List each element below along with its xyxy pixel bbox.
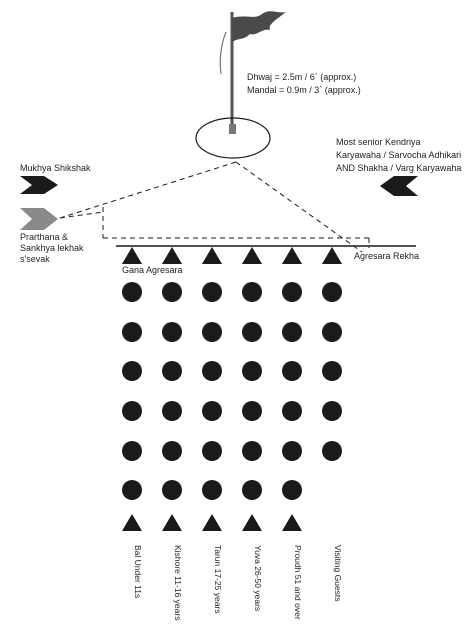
column-end-marker <box>122 514 142 531</box>
gana-agresara-label: Gana Agresara <box>122 265 183 275</box>
swayamsevak-marker <box>162 322 182 342</box>
senior-officials-arrow <box>380 176 418 196</box>
swayamsevak-marker <box>162 361 182 381</box>
swayamsevak-marker <box>202 480 222 500</box>
gana-agresara-marker <box>122 247 142 264</box>
column-end-marker <box>162 514 182 531</box>
swayamsevak-marker <box>202 282 222 302</box>
mukhya-shikshak-label: Mukhya Shikshak <box>20 163 91 173</box>
flag-rope <box>219 31 227 75</box>
senior-label-2: Karyawaha / Sarvocha Adhikari <box>336 150 461 160</box>
prarthana-label-2: Sankhya lekhak <box>20 243 84 253</box>
formation-column: Bal Under 11s <box>122 247 143 598</box>
formation-column: Visiting Guests <box>322 247 343 602</box>
column-label: Visiting Guests <box>333 545 343 602</box>
gana-agresara-marker <box>282 247 302 264</box>
column-label: Proudh 51 and over <box>293 545 303 620</box>
prarthana-label-3: s'sevak <box>20 254 50 264</box>
formation-grid: Bal Under 11s Kishore 11-16 years Tarun 17… <box>122 247 343 620</box>
column-label: Tarun 17-25 years <box>213 545 223 614</box>
flag-base <box>229 124 236 134</box>
swayamsevak-marker <box>162 282 182 302</box>
swayamsevak-marker <box>202 322 222 342</box>
flag-cloth <box>232 11 286 42</box>
swayamsevak-marker <box>282 401 302 421</box>
swayamsevak-marker <box>322 441 342 461</box>
mandal-label: Mandal = 0.9m / 3` (approx.) <box>247 85 361 95</box>
swayamsevak-marker <box>162 480 182 500</box>
swayamsevak-marker <box>282 361 302 381</box>
gana-agresara-marker <box>162 247 182 264</box>
swayamsevak-marker <box>322 361 342 381</box>
column-label: Bal Under 11s <box>133 545 143 598</box>
swayamsevak-marker <box>162 401 182 421</box>
swayamsevak-marker <box>122 480 142 500</box>
dhwaj-flag <box>219 11 286 134</box>
gana-agresara-marker <box>202 247 222 264</box>
formation-column: Proudh 51 and over <box>282 247 303 620</box>
mukhya-shikshak-arrow <box>20 176 58 194</box>
formation-column: Tarun 17-25 years <box>202 247 223 614</box>
swayamsevak-marker <box>282 282 302 302</box>
formation-column: Kishore 11-16 years <box>162 247 183 620</box>
swayamsevak-marker <box>202 361 222 381</box>
swayamsevak-marker <box>322 401 342 421</box>
swayamsevak-marker <box>202 401 222 421</box>
swayamsevak-marker <box>322 282 342 302</box>
prarthana-label-1: Prarthana & <box>20 232 68 242</box>
column-end-marker <box>202 514 222 531</box>
sightline-connector <box>59 211 104 219</box>
column-end-marker <box>282 514 302 531</box>
dhwaj-label: Dhwaj = 2.5m / 6` (approx.) <box>247 72 356 82</box>
swayamsevak-marker <box>322 322 342 342</box>
swayamsevak-marker <box>242 441 262 461</box>
swayamsevak-marker <box>242 361 262 381</box>
sightline-right <box>235 161 363 253</box>
agresara-rekha-label: Agresara Rekha <box>354 251 419 261</box>
swayamsevak-marker <box>202 441 222 461</box>
formation-column: Yuva 26-50 years <box>242 247 263 611</box>
sightlines <box>59 161 370 253</box>
swayamsevak-marker <box>122 401 142 421</box>
swayamsevak-marker <box>122 322 142 342</box>
swayamsevak-marker <box>122 361 142 381</box>
senior-label-3: AND Shakha / Varg Karyawaha <box>336 163 461 173</box>
prarthana-arrow <box>20 208 58 230</box>
swayamsevak-marker <box>242 282 262 302</box>
mandal-circle <box>195 117 271 159</box>
gana-agresara-marker <box>242 247 262 264</box>
gana-agresara-marker <box>322 247 342 264</box>
column-label: Yuva 26-50 years <box>253 545 263 611</box>
column-end-marker <box>242 514 262 531</box>
swayamsevak-marker <box>282 480 302 500</box>
swayamsevak-marker <box>122 441 142 461</box>
swayamsevak-marker <box>162 441 182 461</box>
senior-label-1: Most senior Kendriya <box>336 137 421 147</box>
column-label: Kishore 11-16 years <box>173 545 183 620</box>
swayamsevak-marker <box>282 322 302 342</box>
swayamsevak-marker <box>242 480 262 500</box>
swayamsevak-marker <box>122 282 142 302</box>
swayamsevak-marker <box>282 441 302 461</box>
swayamsevak-marker <box>242 401 262 421</box>
swayamsevak-marker <box>242 322 262 342</box>
sightline-left <box>59 161 237 219</box>
